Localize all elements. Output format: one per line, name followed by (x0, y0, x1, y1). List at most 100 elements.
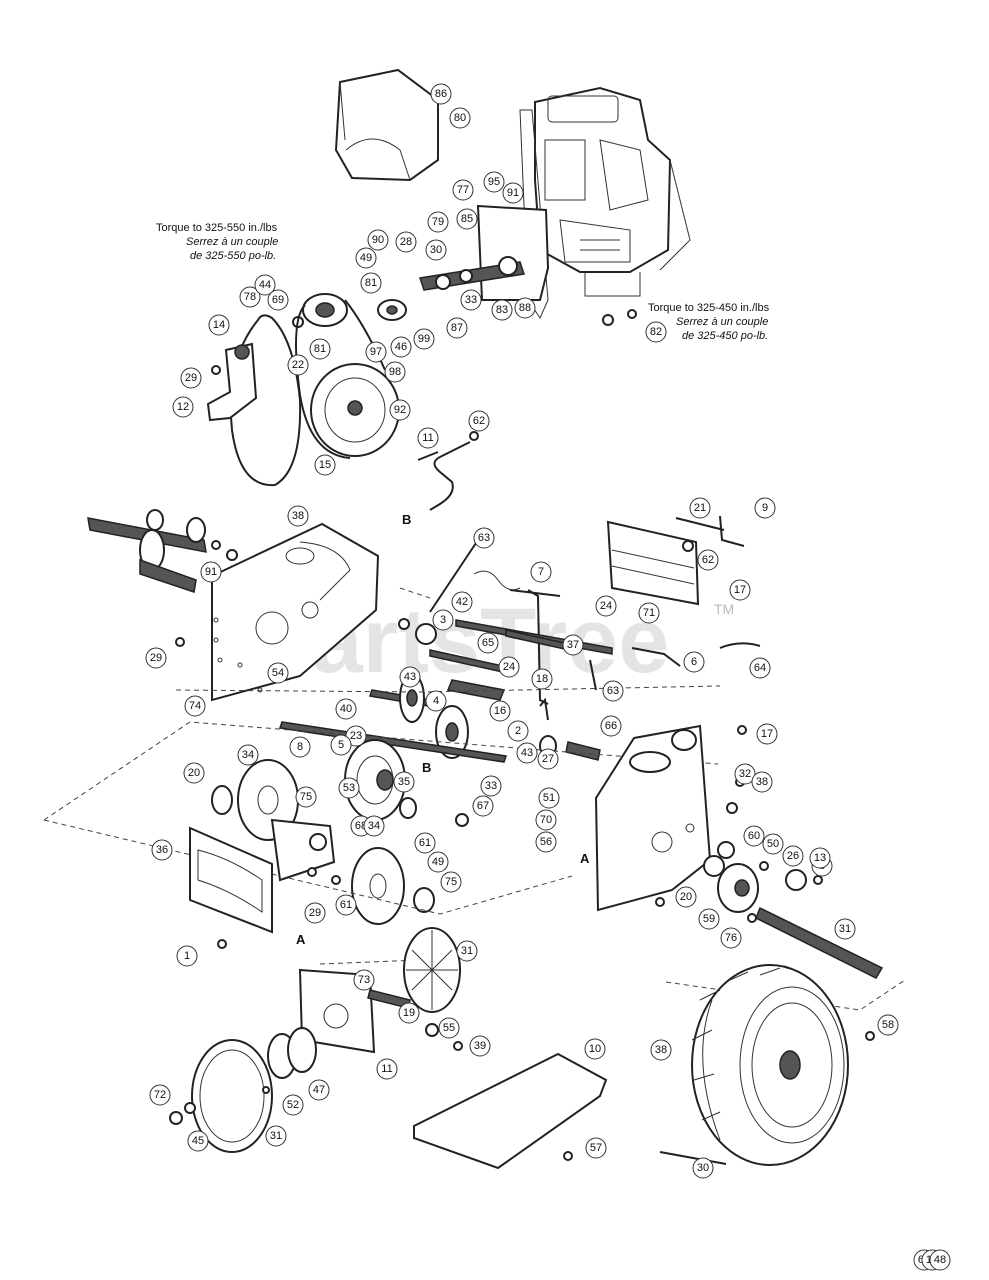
callout-number: 20 (680, 891, 692, 903)
callout-circle (363, 815, 385, 837)
callout-number: 92 (394, 404, 406, 416)
part-callout-90: 90 (367, 229, 389, 251)
callout-number: 37 (567, 639, 579, 651)
callout-number: 4 (433, 695, 439, 707)
part-callout-37: 37 (562, 634, 584, 656)
part-callout-14: 14 (208, 314, 230, 336)
callout-number: 40 (340, 703, 352, 715)
part-callout-33: 33 (460, 289, 482, 311)
callout-circle (309, 338, 331, 360)
callout-number: 79 (432, 216, 444, 228)
part-callout-99: 99 (413, 328, 435, 350)
callout-number: 20 (188, 767, 200, 779)
callout-circle (413, 328, 435, 350)
part-callout-49: 49 (427, 851, 449, 873)
callout-circle (180, 367, 202, 389)
callout-number: 97 (370, 346, 382, 358)
callout-circle (398, 1002, 420, 1024)
callout-circle (314, 454, 336, 476)
callout-number: 43 (404, 671, 416, 683)
callout-circle (267, 289, 289, 311)
callout-number: 75 (445, 876, 457, 888)
callout-number: 80 (454, 112, 466, 124)
callout-number: 56 (540, 836, 552, 848)
callout-circle (265, 1125, 287, 1147)
callout-circle (675, 886, 697, 908)
part-callout-21: 21 (689, 497, 711, 519)
callout-number: 12 (177, 401, 189, 413)
part-callout-42: 42 (451, 591, 473, 613)
callout-circle (743, 825, 765, 847)
callout-circle (425, 239, 447, 261)
part-callout-85: 85 (456, 208, 478, 230)
part-callout-27: 27 (537, 748, 559, 770)
part-callout-58: 58 (877, 1014, 899, 1036)
callout-circle (809, 847, 831, 869)
part-callout-26: 26 (782, 845, 804, 867)
callout-circle (440, 871, 462, 893)
callout-number: 95 (488, 176, 500, 188)
part-callout-11: 11 (417, 427, 439, 449)
part-callout-66: 66 (600, 715, 622, 737)
callout-circle (335, 894, 357, 916)
part-callout-16: 16 (489, 700, 511, 722)
callout-number: 33 (485, 780, 497, 792)
callout-circle (353, 969, 375, 991)
part-callout-29: 29 (304, 902, 326, 924)
callout-number: 7 (538, 566, 544, 578)
callout-circle (151, 839, 173, 861)
callout-circle (414, 832, 436, 854)
callout-number: 82 (650, 326, 662, 338)
part-callout-62: 62 (697, 549, 719, 571)
callout-circle (172, 396, 194, 418)
callout-circle (600, 715, 622, 737)
callout-circle (452, 179, 474, 201)
callout-number: 69 (272, 294, 284, 306)
svg-text:Torque to 325-550 in./lbs: Torque to 325-550 in./lbs (156, 222, 278, 234)
callout-circle (751, 771, 773, 793)
part-callout-81: 81 (360, 272, 382, 294)
part-callout-33: 33 (480, 775, 502, 797)
part-callout-59: 59 (698, 908, 720, 930)
callout-number: 17 (761, 728, 773, 740)
part-callout-48: 48 (929, 1249, 951, 1271)
callout-number: 85 (461, 213, 473, 225)
callout-number: 46 (395, 341, 407, 353)
callout-circle (145, 647, 167, 669)
part-callout-43: 43 (399, 666, 421, 688)
part-callout-32: 32 (734, 763, 756, 785)
callout-number: 18 (536, 673, 548, 685)
callout-number: 39 (474, 1040, 486, 1052)
part-callout-69: 69 (267, 289, 289, 311)
svg-text:de 325-550 po-lb.: de 325-550 po-lb. (190, 250, 276, 262)
callout-circle (491, 299, 513, 321)
callout-number: 14 (213, 319, 225, 331)
drive-belt-assembly (206, 293, 407, 487)
part-callout-97: 97 (365, 341, 387, 363)
callout-circle (432, 609, 454, 631)
callout-circle (430, 83, 452, 105)
callout-circle (449, 107, 471, 129)
callout-number: 53 (343, 782, 355, 794)
callout-circle (282, 1094, 304, 1116)
callout-circle (602, 680, 624, 702)
callout-circle (535, 809, 557, 831)
callout-number: 90 (372, 234, 384, 246)
part-callout-34: 34 (363, 815, 385, 837)
callout-circle (929, 1249, 951, 1271)
part-callout-51: 51 (538, 787, 560, 809)
callout-number: 21 (694, 502, 706, 514)
part-callout-35: 35 (393, 771, 415, 793)
callout-circle (295, 786, 317, 808)
callout-circle (395, 231, 417, 253)
part-callout-4: 4 (425, 690, 447, 712)
callout-number: 87 (451, 322, 463, 334)
part-callout-70: 70 (535, 809, 557, 831)
part-callout-98: 98 (384, 361, 406, 383)
callout-circle (456, 208, 478, 230)
part-callout-2: 2 (507, 720, 529, 742)
callout-circle (287, 354, 309, 376)
part-callout-1: 1 (176, 945, 198, 967)
callout-number: 78 (244, 291, 256, 303)
callout-circle (184, 695, 206, 717)
